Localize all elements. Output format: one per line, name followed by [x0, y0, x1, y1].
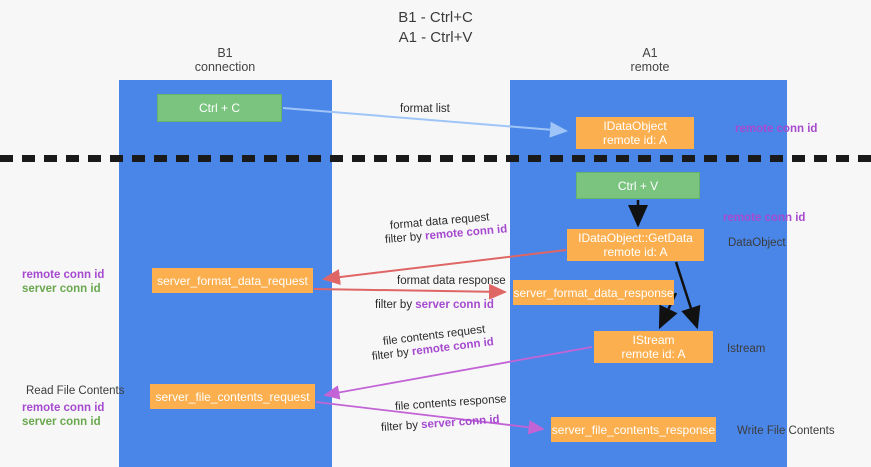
annotation-server-conn-id: server conn id	[22, 283, 101, 295]
node-istream[interactable]: IStream remote id: A	[594, 331, 713, 363]
annotation-remote-conn-id: remote conn id	[22, 402, 105, 414]
annotation-conn-ids-mid: remote conn id server conn id	[22, 268, 104, 296]
node-file-response-label: server_file_contents_response	[551, 422, 716, 437]
column-b1-role: connection	[194, 60, 256, 74]
annotation-dataobject: DataObject	[728, 237, 786, 249]
column-b1-name: B1	[217, 46, 233, 60]
node-ctrl-v[interactable]: Ctrl + V	[576, 172, 700, 199]
column-a1-name: A1	[642, 46, 658, 60]
filter-key-server-conn-id: server conn id	[415, 299, 494, 311]
column-a1-role: remote	[630, 60, 670, 74]
annotation-read-file-contents: Read File Contents	[26, 385, 125, 397]
annotation-remote-conn-id: remote conn id	[22, 269, 105, 281]
annotation-write-file-contents: Write File Contents	[737, 425, 835, 437]
node-format-request-label: server_format_data_request	[157, 273, 308, 288]
node-ctrl-v-label: Ctrl + V	[617, 178, 659, 193]
column-header-b1: B1 connection	[150, 46, 300, 74]
node-getdata-sub: remote id: A	[603, 245, 668, 259]
node-idataobject-sub: remote id: A	[602, 133, 668, 147]
edge-label-format-list: format list	[400, 103, 450, 115]
filter-prefix: filter by	[384, 230, 426, 246]
page-title: B1 - Ctrl+C A1 - Ctrl+V	[0, 8, 871, 48]
annotation-server-conn-id: server conn id	[22, 416, 101, 428]
node-server-file-contents-request[interactable]: server_file_contents_request	[150, 384, 315, 409]
annotation-remote-conn-id-mid: remote conn id	[723, 212, 806, 224]
node-server-format-data-request[interactable]: server_format_data_request	[152, 268, 313, 293]
node-ctrl-c[interactable]: Ctrl + C	[157, 94, 282, 122]
edge-label-file-contents-response-filter: filter by server conn id	[381, 413, 501, 435]
annotation-conn-ids-bottom: remote conn id server conn id	[22, 401, 104, 429]
title-line-2: A1 - Ctrl+V	[398, 29, 473, 46]
filter-key-server-conn-id: server conn id	[420, 413, 501, 432]
node-server-format-data-response[interactable]: server_format_data_response	[513, 280, 674, 305]
phase-divider	[0, 155, 871, 162]
node-file-request-label: server_file_contents_request	[155, 389, 310, 404]
node-server-file-contents-response[interactable]: server_file_contents_response	[551, 417, 716, 442]
node-istream-label: IStream	[632, 333, 675, 347]
filter-prefix: filter by	[375, 299, 416, 311]
column-header-a1: A1 remote	[575, 46, 725, 74]
filter-prefix: filter by	[380, 419, 422, 434]
node-ctrl-c-label: Ctrl + C	[198, 101, 240, 115]
node-getdata-label: IDataObject::GetData	[578, 231, 693, 245]
edge-label-format-data-response-filter: filter by server conn id	[375, 298, 494, 312]
annotation-remote-conn-id-top: remote conn id	[735, 123, 818, 135]
title-line-1: B1 - Ctrl+C	[398, 9, 473, 26]
edge-label-format-data-response: format data response	[397, 275, 506, 287]
node-istream-sub: remote id: A	[621, 347, 686, 361]
annotation-istream: Istream	[727, 343, 766, 355]
node-format-response-label: server_format_data_response	[513, 285, 674, 300]
node-getdata[interactable]: IDataObject::GetData remote id: A	[567, 229, 704, 261]
node-idataobject[interactable]: IDataObject remote id: A	[576, 117, 694, 149]
edge-label-file-contents-response: file contents response	[394, 393, 508, 413]
node-idataobject-label: IDataObject	[603, 119, 667, 133]
filter-prefix: filter by	[371, 346, 413, 363]
